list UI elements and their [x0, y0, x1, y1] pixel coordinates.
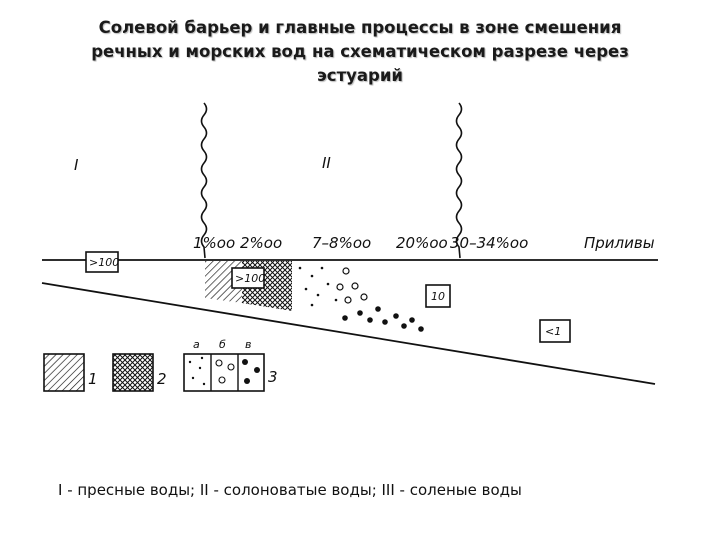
salinity-label-2: 2%oo [240, 234, 282, 252]
box-lt1-label: <1 [545, 325, 561, 338]
salinity-label-5: 30–34%oo [450, 234, 528, 252]
diagram-title: Солевой барьер и главные процессы в зоне… [60, 16, 660, 88]
title-line-3: эстуарий [317, 66, 403, 85]
box-10: 10 [425, 284, 451, 308]
legend-num-3: 3 [268, 368, 278, 386]
dots-open-circles [336, 267, 368, 304]
zone-boundary-left [200, 102, 208, 259]
box-100-left-label: >100 [89, 256, 119, 269]
title-line-1: Солевой барьер и главные процессы в зоне… [98, 18, 622, 37]
box-100-mid: >100 [231, 267, 265, 289]
legend-num-1: 1 [88, 370, 98, 388]
dots-filled [342, 306, 424, 332]
box-100-mid-label: >100 [235, 272, 265, 285]
legend-num-2: 2 [157, 370, 167, 388]
zone-label-2: II [322, 154, 331, 172]
tides-label: Приливы [584, 234, 655, 252]
legend-swatch-2 [112, 353, 154, 392]
salt-wedge-line [41, 282, 656, 385]
salinity-label-3: 7–8%oo [312, 234, 371, 252]
caption: I - пресные воды; II - солоноватые воды;… [58, 481, 522, 499]
dots-small [298, 266, 338, 307]
salinity-label-1: 1%oo [193, 234, 235, 252]
box-10-label: 10 [431, 290, 445, 303]
legend-swatch-1 [43, 353, 85, 392]
legend: 1 2 3 а б в [43, 338, 278, 392]
title-line-2: речных и морских вод на схематическом ра… [91, 42, 629, 61]
zone-label-1: I [74, 156, 79, 174]
legend-sub-a: а [193, 338, 200, 351]
salinity-label-4: 20%oo [396, 234, 448, 252]
legend-swatch-3 [183, 353, 265, 392]
zone-boundary-right [455, 102, 463, 259]
box-100-left: >100 [85, 251, 119, 273]
box-lt1: <1 [539, 319, 571, 343]
legend-sub-b: б [219, 338, 226, 351]
legend-sub-v: в [245, 338, 251, 351]
